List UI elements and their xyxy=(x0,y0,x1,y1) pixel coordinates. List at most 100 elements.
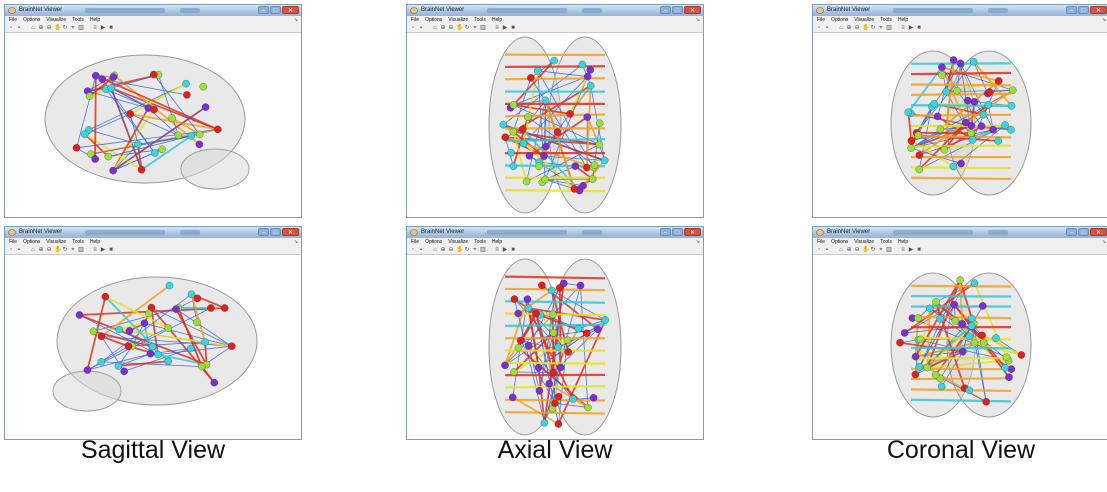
menu-tools[interactable]: Tools xyxy=(72,239,84,245)
restore-icon[interactable]: ↘ xyxy=(293,17,298,23)
viewer-window-coronal-2[interactable]: BrainNet Viewer –□✕ File Options Visuali… xyxy=(812,226,1107,440)
menu-options[interactable]: Options xyxy=(831,17,849,23)
close-icon[interactable]: ✕ xyxy=(282,228,299,236)
data-cursor-icon[interactable]: ⌖ xyxy=(71,25,75,31)
zoom-out-icon[interactable]: ⊖ xyxy=(46,25,52,31)
close-icon[interactable]: ✕ xyxy=(1090,6,1107,14)
menu-tools[interactable]: Tools xyxy=(880,17,892,23)
play-icon[interactable]: ▶ xyxy=(100,247,106,253)
rotate-icon[interactable]: ↻ xyxy=(464,247,470,253)
new-icon[interactable]: ▫ xyxy=(817,25,821,31)
legend-icon[interactable]: ≡ xyxy=(93,25,97,31)
maximize-icon[interactable]: □ xyxy=(672,6,683,14)
stop-icon[interactable]: ■ xyxy=(109,25,113,31)
save-icon[interactable]: ▪ xyxy=(17,25,21,31)
new-icon[interactable]: ▫ xyxy=(411,247,415,253)
zoom-out-icon[interactable]: ⊖ xyxy=(46,247,52,253)
stop-icon[interactable]: ■ xyxy=(109,247,113,253)
menu-file[interactable]: File xyxy=(411,17,420,23)
menu-options[interactable]: Options xyxy=(425,17,443,23)
close-icon[interactable]: ✕ xyxy=(684,6,701,14)
menu-file[interactable]: File xyxy=(817,17,826,23)
viewer-window-coronal-1[interactable]: BrainNet Viewer –□✕ File Options Visuali… xyxy=(812,4,1107,218)
zoom-in-icon[interactable]: ⊕ xyxy=(440,247,446,253)
title-bar[interactable]: BrainNet Viewer –□✕ xyxy=(407,227,703,238)
minimize-icon[interactable]: – xyxy=(1066,6,1077,14)
stop-icon[interactable]: ■ xyxy=(917,25,921,31)
pan-icon[interactable]: ✋ xyxy=(54,25,62,31)
print-icon[interactable]: ⌂ xyxy=(839,247,843,253)
pan-icon[interactable]: ✋ xyxy=(862,25,870,31)
print-icon[interactable]: ⌂ xyxy=(433,247,437,253)
menu-tools[interactable]: Tools xyxy=(474,17,486,23)
maximize-icon[interactable]: □ xyxy=(1078,6,1089,14)
minimize-icon[interactable]: – xyxy=(258,6,269,14)
stop-icon[interactable]: ■ xyxy=(511,25,515,31)
colorbar-icon[interactable]: ▥ xyxy=(78,247,84,253)
title-bar[interactable]: BrainNet Viewer –□✕ xyxy=(407,5,703,16)
menu-visualize[interactable]: Visualize xyxy=(854,239,875,245)
menu-options[interactable]: Options xyxy=(23,17,41,23)
print-icon[interactable]: ⌂ xyxy=(433,25,437,31)
menu-help[interactable]: Help xyxy=(491,17,503,23)
maximize-icon[interactable]: □ xyxy=(270,6,281,14)
menu-file[interactable]: File xyxy=(817,239,826,245)
minimize-icon[interactable]: – xyxy=(660,228,671,236)
play-icon[interactable]: ▶ xyxy=(908,247,914,253)
stop-icon[interactable]: ■ xyxy=(917,247,921,253)
brain-viewport[interactable] xyxy=(407,33,703,217)
new-icon[interactable]: ▫ xyxy=(411,25,415,31)
colorbar-icon[interactable]: ▥ xyxy=(480,247,486,253)
restore-icon[interactable]: ↘ xyxy=(1101,239,1106,245)
menu-options[interactable]: Options xyxy=(425,239,443,245)
save-icon[interactable]: ▪ xyxy=(825,247,829,253)
new-icon[interactable]: ▫ xyxy=(9,247,13,253)
new-icon[interactable]: ▫ xyxy=(9,25,13,31)
colorbar-icon[interactable]: ▥ xyxy=(480,25,486,31)
legend-icon[interactable]: ≡ xyxy=(93,247,97,253)
pan-icon[interactable]: ✋ xyxy=(456,247,464,253)
menu-help[interactable]: Help xyxy=(897,17,909,23)
data-cursor-icon[interactable]: ⌖ xyxy=(879,25,883,31)
brain-viewport[interactable] xyxy=(5,255,301,439)
close-icon[interactable]: ✕ xyxy=(282,6,299,14)
viewer-window-sagittal-2[interactable]: BrainNet Viewer –□✕ File Options Visuali… xyxy=(4,226,302,440)
menu-visualize[interactable]: Visualize xyxy=(854,17,875,23)
brain-viewport[interactable] xyxy=(813,33,1107,217)
play-icon[interactable]: ▶ xyxy=(502,247,508,253)
brain-viewport[interactable] xyxy=(407,255,703,439)
data-cursor-icon[interactable]: ⌖ xyxy=(71,247,75,253)
rotate-icon[interactable]: ↻ xyxy=(870,25,876,31)
menu-options[interactable]: Options xyxy=(831,239,849,245)
restore-icon[interactable]: ↘ xyxy=(293,239,298,245)
zoom-in-icon[interactable]: ⊕ xyxy=(846,247,852,253)
zoom-in-icon[interactable]: ⊕ xyxy=(38,25,44,31)
zoom-in-icon[interactable]: ⊕ xyxy=(38,247,44,253)
menu-help[interactable]: Help xyxy=(89,17,101,23)
minimize-icon[interactable]: – xyxy=(1066,228,1077,236)
maximize-icon[interactable]: □ xyxy=(672,228,683,236)
legend-icon[interactable]: ≡ xyxy=(495,247,499,253)
menu-help[interactable]: Help xyxy=(897,239,909,245)
save-icon[interactable]: ▪ xyxy=(419,247,423,253)
zoom-in-icon[interactable]: ⊕ xyxy=(440,25,446,31)
print-icon[interactable]: ⌂ xyxy=(31,247,35,253)
brain-viewport[interactable] xyxy=(813,255,1107,439)
zoom-in-icon[interactable]: ⊕ xyxy=(846,25,852,31)
menu-file[interactable]: File xyxy=(411,239,420,245)
close-icon[interactable]: ✕ xyxy=(684,228,701,236)
save-icon[interactable]: ▪ xyxy=(419,25,423,31)
menu-help[interactable]: Help xyxy=(89,239,101,245)
play-icon[interactable]: ▶ xyxy=(908,25,914,31)
menu-visualize[interactable]: Visualize xyxy=(46,17,67,23)
title-bar[interactable]: BrainNet Viewer –□✕ xyxy=(813,5,1107,16)
rotate-icon[interactable]: ↻ xyxy=(464,25,470,31)
title-bar[interactable]: BrainNet Viewer –□✕ xyxy=(813,227,1107,238)
menu-tools[interactable]: Tools xyxy=(880,239,892,245)
restore-icon[interactable]: ↘ xyxy=(1101,17,1106,23)
maximize-icon[interactable]: □ xyxy=(270,228,281,236)
data-cursor-icon[interactable]: ⌖ xyxy=(473,247,477,253)
rotate-icon[interactable]: ↻ xyxy=(870,247,876,253)
zoom-out-icon[interactable]: ⊖ xyxy=(854,25,860,31)
legend-icon[interactable]: ≡ xyxy=(901,247,905,253)
